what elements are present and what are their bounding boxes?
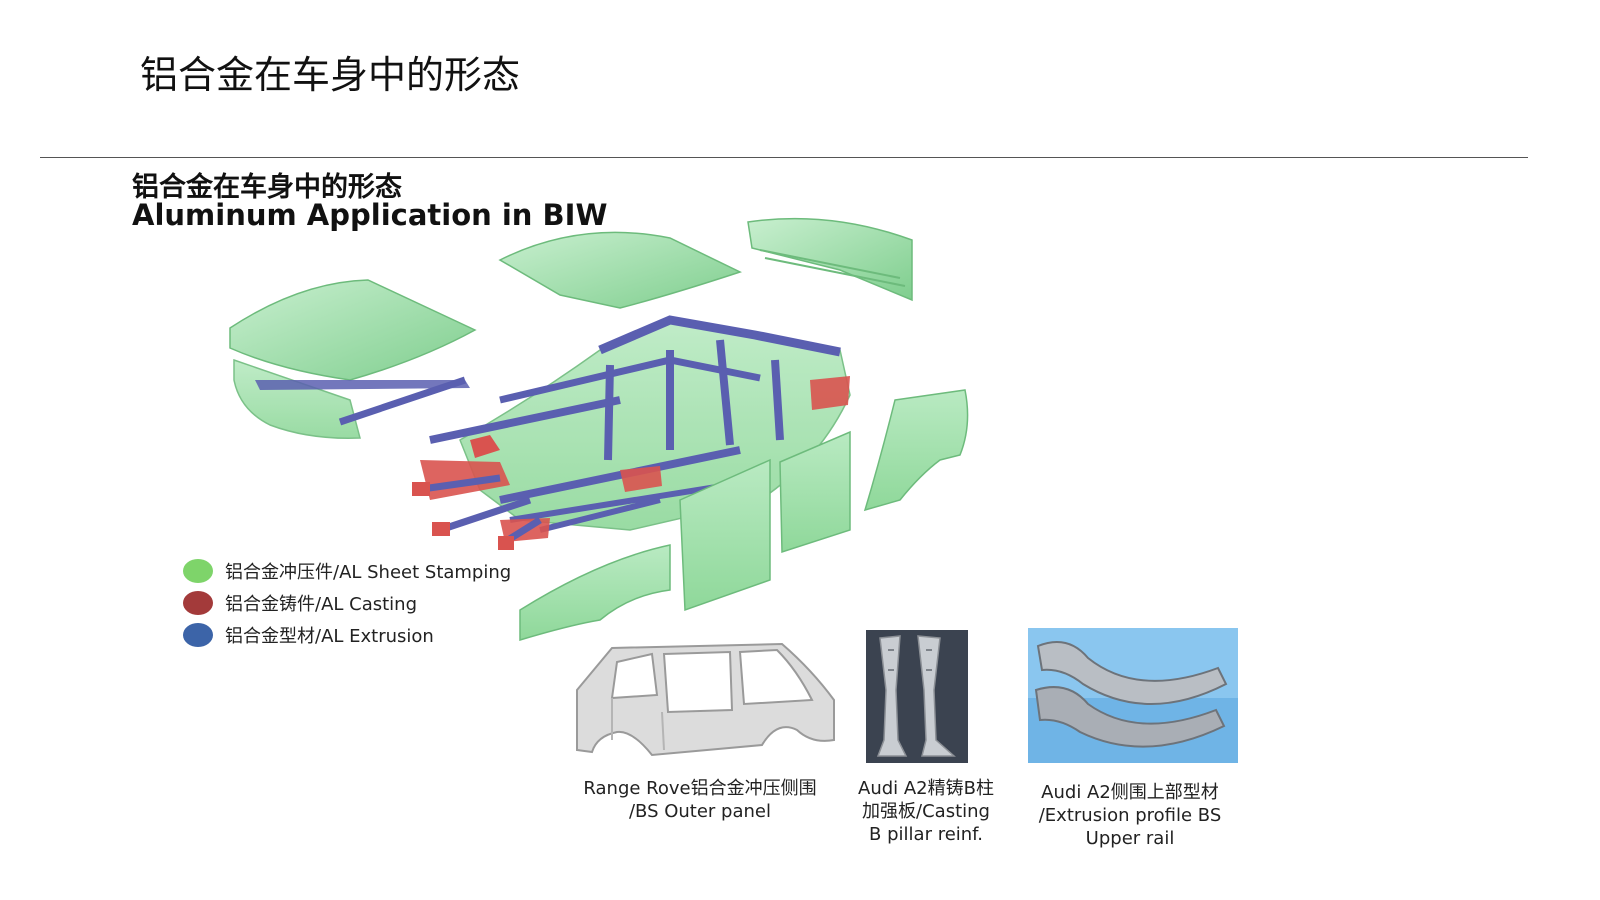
legend-label: 铝合金冲压件/AL Sheet Stamping	[225, 562, 512, 583]
side-panel-icon	[576, 642, 835, 757]
caption-line: Upper rail	[1085, 828, 1175, 849]
hood-and-front	[229, 279, 477, 439]
legend-item-casting: 铝合金铸件/AL Casting	[183, 587, 511, 619]
photo-caption-side-panel: Range Rove铝合金冲压侧围 /BS Outer panel	[560, 777, 840, 823]
caption-line: 加强板/Casting	[862, 801, 990, 822]
legend-dot-icon	[183, 559, 213, 583]
figure-heading-en: Aluminum Application in BIW	[132, 198, 608, 232]
front-fender	[519, 544, 671, 642]
exploded-car-body-icon	[229, 217, 969, 642]
extrusion-profile-icon	[1028, 628, 1238, 763]
slide-title: 铝合金在车身中的形态	[140, 53, 521, 97]
trunk-lid	[747, 217, 913, 302]
legend-item-extrusion: 铝合金型材/AL Extrusion	[183, 619, 511, 651]
photo-caption-extrusion: Audi A2侧围上部型材 /Extrusion profile BS Uppe…	[1020, 781, 1240, 850]
photo-caption-b-pillar: Audi A2精铸B柱 加强板/Casting B pillar reinf.	[846, 777, 1006, 846]
legend-dot-icon	[183, 623, 213, 647]
caption-line: /BS Outer panel	[628, 801, 771, 822]
caption-line: B pillar reinf.	[869, 824, 983, 845]
legend-dot-icon	[183, 591, 213, 615]
legend-label: 铝合金型材/AL Extrusion	[225, 626, 434, 647]
roof-panel	[498, 231, 742, 309]
title-divider	[40, 157, 1528, 158]
caption-line: /Extrusion profile BS	[1038, 805, 1222, 826]
rear-quarter-panel	[863, 389, 969, 512]
caption-line: Audi A2侧围上部型材	[1041, 782, 1219, 803]
figure-heading-cn: 铝合金在车身中的形态	[132, 172, 402, 203]
side-doors	[679, 430, 851, 612]
legend-item-stamping: 铝合金冲压件/AL Sheet Stamping	[183, 555, 511, 587]
legend-label: 铝合金铸件/AL Casting	[225, 594, 417, 615]
material-legend: 铝合金冲压件/AL Sheet Stamping 铝合金铸件/AL Castin…	[183, 555, 511, 651]
b-pillar-casting-icon	[866, 630, 968, 763]
caption-line: Audi A2精铸B柱	[858, 778, 994, 799]
caption-line: Range Rove铝合金冲压侧围	[583, 778, 817, 799]
